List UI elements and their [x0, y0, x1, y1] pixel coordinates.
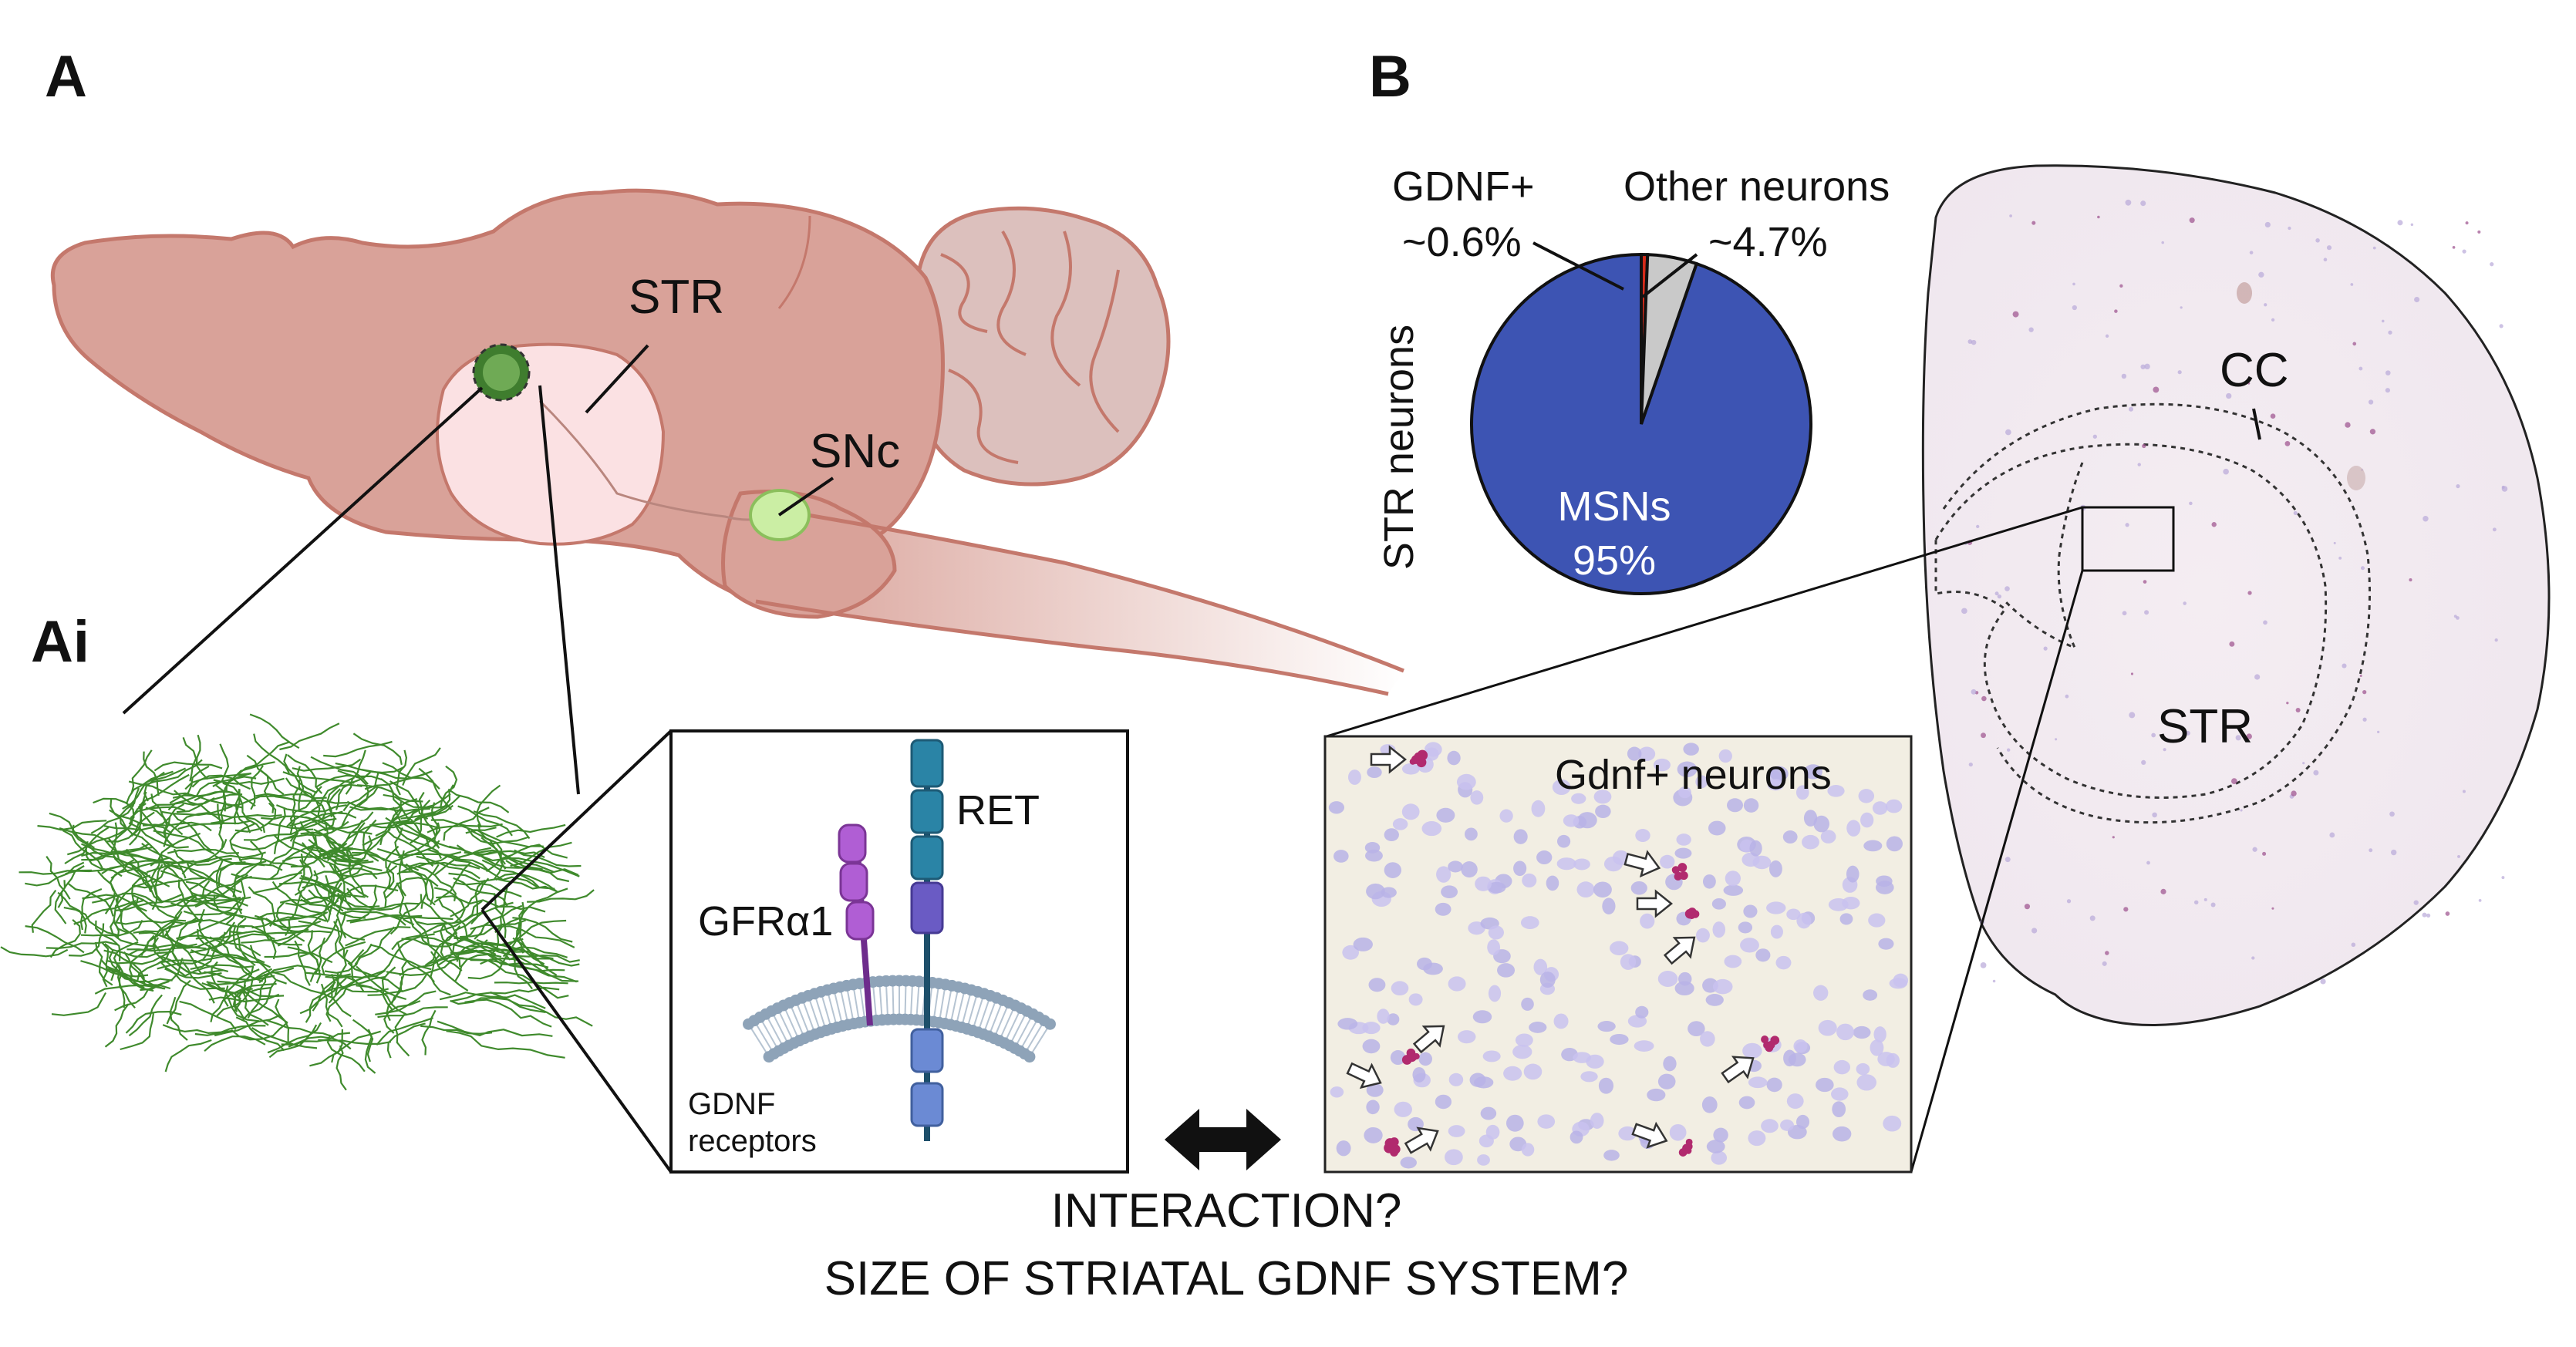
brain-sagittal-illustration: [50, 188, 1404, 795]
gdnf-positive-cells: [1384, 749, 1780, 1157]
section-cc-label: CC: [2220, 344, 2289, 397]
pie-ylabel: STR neurons: [1376, 324, 1422, 571]
pie-other-label-line1: Other neurons: [1623, 163, 1890, 210]
neuron-composition-pie: [1470, 252, 1812, 595]
zoom-line-left: [122, 386, 484, 715]
question-line-2: SIZE OF STRIATAL GDNF SYSTEM?: [824, 1252, 1629, 1305]
receptor-zoom-line-bottom: [480, 908, 673, 1174]
cell-membrane: [743, 975, 1056, 1063]
pie-slice-other-neurons: [1640, 253, 1699, 425]
receptors-caption-line2: receptors: [688, 1124, 817, 1158]
snc-pointer: [777, 477, 835, 517]
gdnf-micrograph: [1323, 735, 1913, 1174]
cc-pointer: [2252, 408, 2261, 440]
receptor-box: [669, 729, 1129, 1174]
receptors-caption-line1: GDNF: [688, 1087, 776, 1121]
cerebellum-folia: [940, 230, 1120, 464]
pie-gdnf-label-line2: ~0.6%: [1402, 219, 1522, 265]
brain-str-label: STR: [629, 271, 724, 324]
pie-other-label-line2: ~4.7%: [1708, 219, 1828, 265]
str-pointer: [585, 344, 649, 414]
micrograph-label: Gdnf+ neurons: [1555, 752, 1832, 798]
receptor-diagram: [669, 729, 1129, 1174]
section-outline: [1921, 164, 2551, 1026]
section-zoom-line-bottom: [1910, 570, 2084, 1173]
section-zoom-box: [2081, 506, 2175, 572]
gfr-alpha1-label: GFRα1: [698, 898, 834, 945]
striatum-region: [436, 342, 666, 546]
micrograph-cells: [1328, 742, 1909, 1169]
nigrostriatal-pathway: [538, 399, 772, 521]
pie-msn-label-line1: MSNs: [1557, 483, 1671, 530]
neuron-arbor-reconstruction: [0, 713, 595, 1091]
striatum-boundary: [1934, 443, 2328, 799]
panel-label-ai: Ai: [31, 609, 89, 675]
panel-label-b: B: [1369, 44, 1411, 109]
section-stained-cells: [1961, 199, 2508, 985]
brain-snc-label: SNc: [810, 425, 901, 478]
gfr-alpha1-receptor: [838, 823, 875, 1026]
section-str-label: STR: [2157, 700, 2253, 753]
zoom-line-right: [538, 385, 580, 795]
brainstem: [756, 509, 1404, 694]
other-pointer: [1641, 253, 1698, 298]
panel-label-a: A: [45, 44, 87, 109]
cerebellum: [912, 206, 1171, 487]
ret-label: RET: [956, 787, 1040, 833]
section-zoom-line-top: [1326, 506, 2083, 738]
pie-msn-label-line2: 95%: [1572, 537, 1657, 584]
gdnf-pointer: [1532, 241, 1624, 291]
receptor-zoom-line-top: [480, 729, 673, 911]
coronal-section: [1326, 164, 2551, 1173]
pie-gdnf-label-line1: GDNF+: [1392, 163, 1535, 210]
question-line-1: INTERACTION?: [1050, 1184, 1402, 1238]
interaction-arrow: [1165, 1109, 1281, 1170]
corpus-callosum-boundary: [1942, 402, 2371, 824]
ret-receptor: [910, 739, 944, 1141]
gdnf-neuron-arrows: [1346, 745, 1755, 1154]
